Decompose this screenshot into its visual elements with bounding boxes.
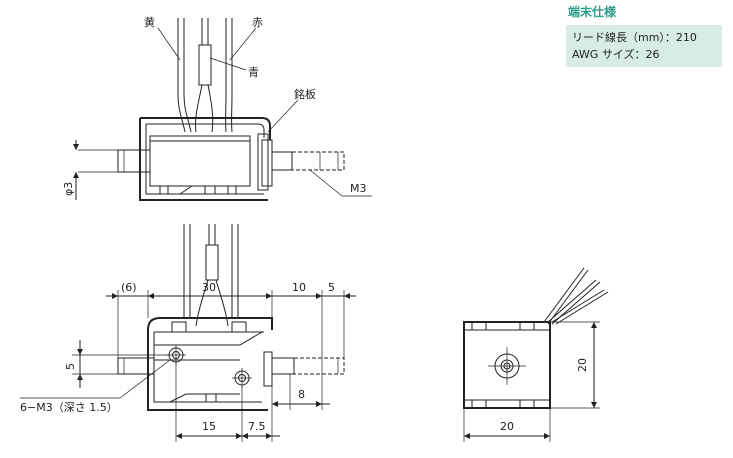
dim-20-height-label: 20 [576,358,589,372]
front-view-dimensions [20,290,356,442]
awg-size-spec: AWG サイズ：26 [572,48,660,61]
phi3-dimension [73,140,79,200]
terminal-spec-box: リード線長（mm）：210 AWG サイズ：26 [566,25,722,67]
blue-wire-label: 青 [248,66,259,79]
dim-6-label: (6) [121,281,137,294]
terminal-spec-title: 端末仕様 [568,5,617,19]
dim-15-label: 15 [202,420,216,433]
front-view [20,224,356,442]
dim-30-label: 30 [202,281,216,294]
nameplate-label: 銘板 [294,87,316,101]
tap-hole-note: 6−M3（深さ 1.5） [20,401,118,414]
dim-7-5-label: 7.5 [248,420,266,433]
front-view-lead-wires [183,224,239,327]
side-view-lead-wires [543,267,609,325]
dim-8-label: 8 [298,388,305,401]
front-view-frame [147,317,273,411]
lead-length-spec: リード線長（mm）：210 [572,31,697,44]
phi3-label: φ3 [62,182,75,196]
dim-10-label: 10 [292,281,306,294]
top-view-lead-wires [177,18,233,133]
red-wire-label: 赤 [252,16,263,29]
dim-20-width-label: 20 [500,420,514,433]
front-view-plunger [117,357,345,375]
top-view [73,18,372,201]
yellow-wire-label: 黄 [144,15,155,29]
dim-5-left-label: 5 [64,363,77,370]
side-view-dimensions [463,321,600,442]
side-view-body [463,321,551,409]
side-view [463,267,609,442]
top-view-nameplate [257,133,273,191]
m3-thread-label: M3 [350,182,367,195]
top-view-frame [139,117,271,201]
dim-5-top-label: 5 [328,281,335,294]
top-view-plunger [78,149,345,173]
